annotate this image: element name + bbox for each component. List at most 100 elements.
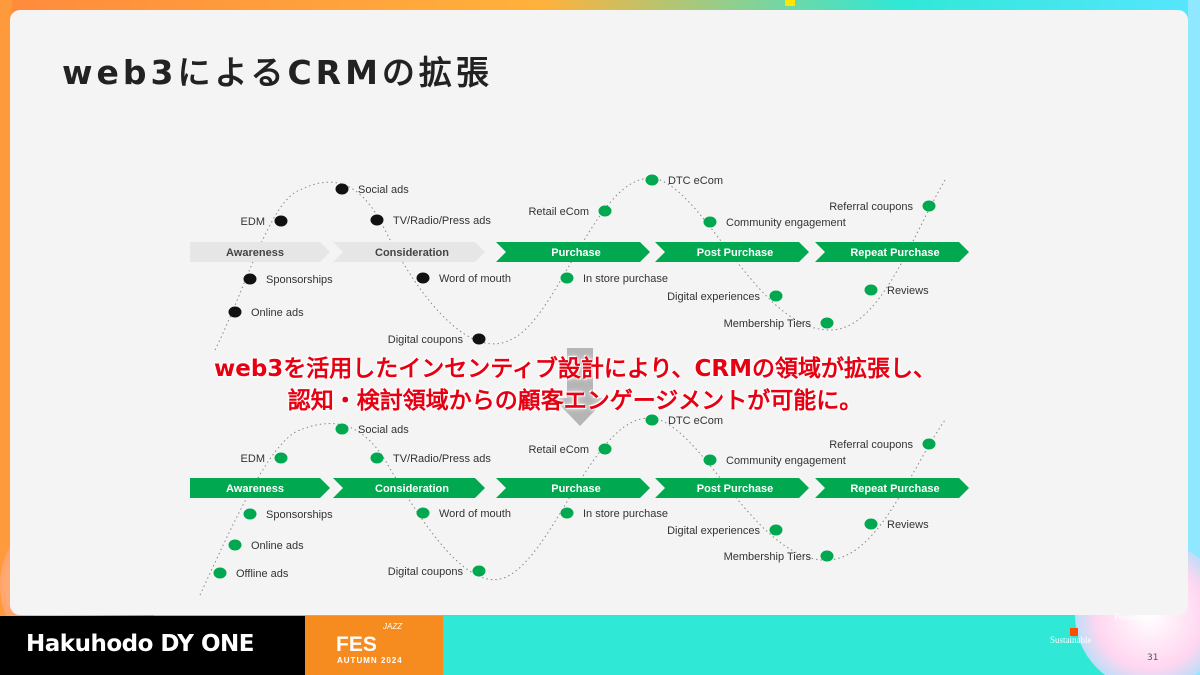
touchpoint-label-digital-experiences: Digital experiences — [667, 525, 760, 537]
touchpoint-dot-referral-coupons — [922, 200, 936, 212]
touchpoint-dot-membership-tiers — [820, 317, 834, 329]
touchpoint-dot-online-ads — [228, 306, 242, 318]
key-message-line-1: web3を活用したインセンティブ設計により、CRMの領域が拡張し、 — [213, 356, 937, 382]
stage-label-repeat-purchase: Repeat Purchase — [850, 247, 939, 259]
stage-label-purchase: Purchase — [551, 483, 601, 495]
touchpoint-dot-referral-coupons — [922, 438, 936, 450]
touchpoint-dot-digital-coupons — [472, 565, 486, 577]
touchpoint-dot-dtc-ecom — [645, 174, 659, 186]
touchpoint-dot-retail-ecom — [598, 205, 612, 217]
stage-arrow-repeat-purchase — [815, 478, 969, 498]
slide-card — [10, 10, 1188, 615]
touchpoint-dot-digital-experiences — [769, 290, 783, 302]
footer-brand-bar — [0, 616, 305, 675]
touchpoint-label-edm: EDM — [241, 216, 265, 228]
stage-label-purchase: Purchase — [551, 247, 601, 259]
touchpoint-label-edm: EDM — [241, 453, 265, 465]
decor-word-persistent: Persistent — [1114, 612, 1149, 622]
journey-after: Awareness Consideration Purchase Post Purch… — [190, 414, 969, 596]
stage-arrow-awareness — [190, 478, 330, 498]
touchpoint-dot-digital-coupons — [472, 333, 486, 345]
touchpoint-dot-social-ads — [335, 183, 349, 195]
touchpoint-label-digital-experiences: Digital experiences — [667, 291, 760, 303]
touchpoint-label-social-ads: Social ads — [358, 424, 409, 436]
touchpoint-dot-in-store-purchase — [560, 507, 574, 519]
down-arrow-icon — [553, 348, 607, 426]
stage-arrow-purchase — [496, 242, 650, 262]
touchpoint-dot-social-ads — [335, 423, 349, 435]
slide-title: web3によるCRMの拡張 — [62, 53, 493, 92]
touchpoint-dot-tv-radio-press-ads — [370, 214, 384, 226]
touchpoint-label-retail-ecom: Retail eCom — [528, 444, 589, 456]
stage-label-post-purchase: Post Purchase — [697, 247, 773, 259]
touchpoint-label-community-engagement: Community engagement — [726, 455, 846, 467]
event-badge-jazz: JAZZ — [383, 622, 403, 631]
touchpoint-dot-digital-experiences — [769, 524, 783, 536]
stage-arrow-post-purchase — [655, 478, 809, 498]
touchpoint-dot-retail-ecom — [598, 443, 612, 455]
touchpoint-dot-word-of-mouth — [416, 507, 430, 519]
touchpoint-label-membership-tiers: Membership Tiers — [724, 551, 812, 563]
touchpoint-label-retail-ecom: Retail eCom — [528, 206, 589, 218]
stage-label-consideration: Consideration — [375, 247, 449, 259]
touchpoint-label-community-engagement: Community engagement — [726, 217, 846, 229]
key-message: web3を活用したインセンティブ設計により、CRMの領域が拡張し、 認知・検討領… — [0, 353, 1150, 417]
touchpoint-dot-reviews — [864, 518, 878, 530]
touchpoint-label-in-store-purchase: In store purchase — [583, 508, 668, 520]
touchpoint-label-social-ads: Social ads — [358, 184, 409, 196]
stage-arrow-awareness — [190, 242, 330, 262]
touchpoint-dot-edm — [274, 215, 288, 227]
touchpoint-dot-online-ads — [228, 539, 242, 551]
touchpoint-label-sponsorships: Sponsorships — [266, 274, 333, 286]
touchpoint-label-online-ads: Online ads — [251, 307, 304, 319]
touchpoint-label-dtc-ecom: DTC eCom — [668, 175, 723, 187]
touchpoint-dot-offline-ads — [213, 567, 227, 579]
stage-label-awareness: Awareness — [226, 483, 284, 495]
touchpoint-dot-in-store-purchase — [560, 272, 574, 284]
touchpoint-label-reviews: Reviews — [887, 519, 929, 531]
touchpoint-dot-dtc-ecom — [645, 414, 659, 426]
touchpoint-label-digital-coupons: Digital coupons — [388, 334, 464, 346]
decor-word-sustainable: Sustainable — [1050, 635, 1092, 645]
stage-arrow-repeat-purchase — [815, 242, 969, 262]
brand-logo-text: Hakuhodo DY ONE — [26, 631, 254, 657]
touchpoint-label-reviews: Reviews — [887, 285, 929, 297]
touchpoint-dot-tv-radio-press-ads — [370, 452, 384, 464]
stage-arrow-consideration — [333, 242, 485, 262]
touchpoint-dot-membership-tiers — [820, 550, 834, 562]
touchpoint-label-tv-radio-press-ads: TV/Radio/Press ads — [393, 453, 491, 465]
stage-label-repeat-purchase: Repeat Purchase — [850, 483, 939, 495]
touchpoint-label-tv-radio-press-ads: TV/Radio/Press ads — [393, 215, 491, 227]
touchpoint-label-membership-tiers: Membership Tiers — [724, 318, 812, 330]
touchpoint-dot-community-engagement — [703, 216, 717, 228]
touchpoint-dot-word-of-mouth — [416, 272, 430, 284]
touchpoint-label-word-of-mouth: Word of mouth — [439, 508, 511, 520]
touchpoint-dot-community-engagement — [703, 454, 717, 466]
event-badge-subtitle: AUTUMN 2024 — [337, 656, 403, 665]
touchpoint-label-digital-coupons: Digital coupons — [388, 566, 464, 578]
stage-arrow-purchase — [496, 478, 650, 498]
touchpoint-label-online-ads: Online ads — [251, 540, 304, 552]
touchpoint-dot-edm — [274, 452, 288, 464]
stage-label-post-purchase: Post Purchase — [697, 483, 773, 495]
touchpoint-label-referral-coupons: Referral coupons — [829, 201, 913, 213]
touchpoint-label-sponsorships: Sponsorships — [266, 509, 333, 521]
stage-label-consideration: Consideration — [375, 483, 449, 495]
touchpoint-label-dtc-ecom: DTC eCom — [668, 415, 723, 427]
event-badge — [305, 616, 443, 675]
touchpoint-label-word-of-mouth: Word of mouth — [439, 273, 511, 285]
event-badge-title: FES — [336, 633, 377, 656]
stage-arrow-post-purchase — [655, 242, 809, 262]
touchpoint-dot-reviews — [864, 284, 878, 296]
stage-label-awareness: Awareness — [226, 247, 284, 259]
journey-before: Awareness Consideration Purchase Post Purch… — [190, 174, 969, 351]
touchpoint-dot-sponsorships — [243, 508, 257, 520]
stage-arrow-consideration — [333, 478, 485, 498]
touchpoint-dot-sponsorships — [243, 273, 257, 285]
touchpoint-label-referral-coupons: Referral coupons — [829, 439, 913, 451]
key-message-line-2: 認知・検討領域からの顧客エンゲージメントが可能に。 — [287, 388, 863, 414]
page-number: 31 — [1147, 653, 1159, 663]
touchpoint-label-in-store-purchase: In store purchase — [583, 273, 668, 285]
touchpoint-label-offline-ads: Offline ads — [236, 568, 289, 580]
